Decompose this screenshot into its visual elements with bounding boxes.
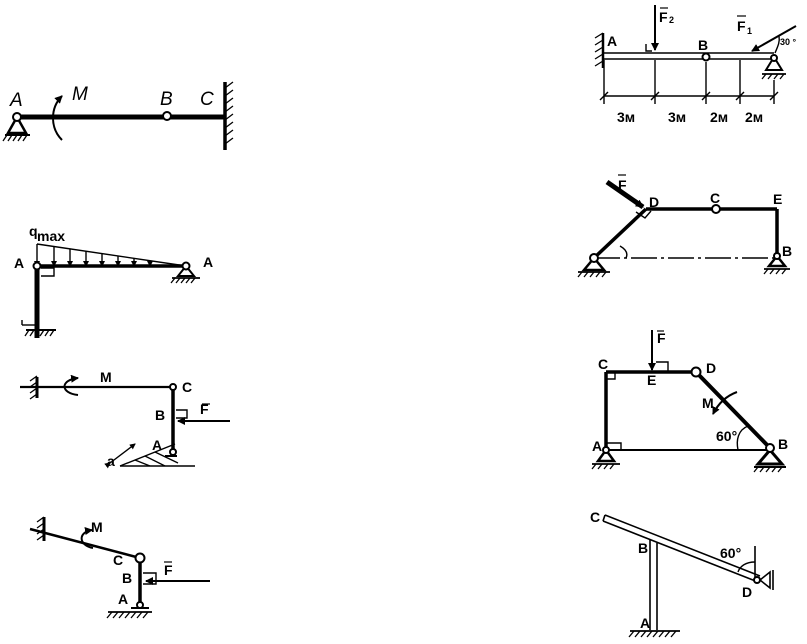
label-f1-sub: 1 (747, 26, 752, 36)
label-f1: F (737, 18, 746, 34)
hinge-c (711, 204, 721, 214)
label-c: C (590, 509, 600, 525)
label-d: D (742, 584, 752, 600)
label-m: M (72, 84, 88, 105)
label-m: M (702, 395, 714, 411)
label-a: A (592, 438, 602, 454)
figure-6-frame: F D C E B (577, 174, 792, 278)
moment-arrow (63, 374, 79, 396)
angle-arc (619, 245, 628, 259)
label-angle-30: 30 ° (780, 37, 797, 47)
label-a-right: A (203, 254, 213, 270)
joint-mark-c (606, 372, 616, 380)
label-e: E (647, 372, 656, 388)
label-b: B (638, 540, 648, 556)
label-a: A (640, 615, 650, 631)
label-b: B (778, 436, 788, 452)
label-c: C (182, 379, 192, 395)
support-d (758, 570, 771, 590)
joint-mark (41, 267, 55, 277)
label-e: E (773, 191, 782, 207)
label-a: A (9, 90, 23, 111)
label-a-left: A (14, 255, 24, 271)
figure-4-frame: M C B F A (29, 516, 210, 619)
force-f1 (751, 25, 797, 52)
angle-arc (736, 425, 749, 451)
figure-7-frame: F C E D M 60° A B (591, 330, 788, 473)
label-m: M (91, 519, 103, 535)
support-left (577, 253, 610, 278)
label-f: F (657, 330, 666, 346)
wall-hatch (224, 81, 234, 145)
label-c: C (200, 89, 214, 110)
label-d: D (649, 194, 659, 210)
label-angle-60: 60° (716, 428, 737, 444)
label-f: F (618, 177, 627, 193)
figure-1-fixed-beam: A M B C (2, 81, 234, 150)
label-a: A (607, 33, 617, 49)
hinge-a (169, 448, 177, 456)
label-c: C (113, 552, 123, 568)
label-m: M (100, 369, 112, 385)
label-max: max (37, 228, 65, 244)
figure-3-frame: M C B F A a (20, 369, 230, 469)
dim-1: 3м (617, 109, 635, 125)
label-d: D (706, 360, 716, 376)
hinge-b (701, 52, 711, 62)
angle-arc (737, 561, 756, 573)
label-angle-60: 60° (720, 545, 741, 561)
dim-3: 2м (710, 109, 728, 125)
hinge-d (690, 366, 702, 378)
label-b: B (160, 89, 173, 110)
moment-arrow (712, 391, 738, 415)
joint-mark-b (143, 572, 157, 585)
dim-a (104, 443, 136, 469)
pin-support-a (2, 112, 30, 142)
load-envelope (36, 243, 187, 267)
figure-5-beam-dims: A B F 2 F 1 30 ° 3м 3м 2м 2м (594, 5, 797, 125)
label-a-dim: a (107, 453, 115, 469)
label-c: C (598, 356, 608, 372)
label-b: B (122, 570, 132, 586)
member-db (694, 370, 772, 450)
label-b: B (698, 37, 708, 53)
moment-arrow (80, 527, 94, 549)
figure-8-inclined-bar: C B 60° D A (590, 509, 774, 638)
joint-mark-b (176, 409, 188, 419)
dim-2: 3м (668, 109, 686, 125)
label-c: C (710, 190, 720, 206)
member-ad (592, 207, 648, 260)
dim-4: 2м (745, 109, 763, 125)
moment-arrow (52, 95, 63, 141)
label-b: B (155, 407, 165, 423)
label-b: B (782, 243, 792, 259)
hinge-b (162, 111, 172, 121)
label-f2-sub: 2 (669, 15, 674, 25)
label-a: A (118, 591, 128, 607)
force-f (605, 179, 645, 210)
hinge-c (134, 552, 146, 564)
label-f: F (200, 401, 209, 417)
label-q: q (29, 223, 38, 239)
support-b (763, 252, 790, 275)
pin-support-a-right (170, 261, 200, 284)
support-a (591, 446, 620, 470)
hinge-a-left (32, 261, 42, 271)
label-f: F (164, 562, 173, 578)
joint-mark-a (606, 442, 622, 450)
load-arrows (34, 244, 153, 267)
bar-top-edge (604, 514, 761, 577)
bar-bottom-edge (602, 520, 759, 583)
label-a: A (152, 437, 162, 453)
hinge-c (169, 383, 177, 391)
beam-inclined (29, 527, 141, 560)
support-right (761, 54, 786, 80)
support-b (753, 443, 786, 473)
figure-2-distributed-load: q max A A (14, 223, 213, 338)
label-f2: F (659, 9, 668, 25)
